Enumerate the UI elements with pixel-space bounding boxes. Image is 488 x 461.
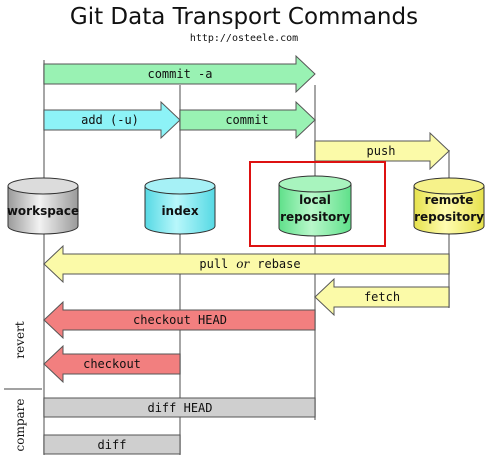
remote-repository-label-line1: remote — [425, 193, 474, 207]
local-repository-highlight — [249, 161, 386, 247]
commit-arrow — [179, 100, 316, 140]
checkout-head-arrow — [43, 300, 316, 340]
rebase-label: rebase — [257, 257, 300, 271]
push-label: push — [367, 144, 396, 158]
remote-repository-store: remote repository — [413, 177, 485, 235]
workspace-label: workspace — [7, 204, 79, 218]
local-repository-store: local repository — [278, 175, 352, 237]
commit-a-label: commit -a — [147, 67, 212, 81]
add-label: add (-u) — [81, 113, 139, 127]
pull-rebase-label: pull or rebase — [199, 255, 300, 272]
workspace-store: workspace — [7, 177, 79, 235]
diff-bar — [43, 434, 181, 455]
index-label: index — [161, 204, 198, 218]
checkout-label: checkout — [83, 357, 141, 371]
diagram-title: Git Data Transport Commands — [69, 4, 419, 30]
add-arrow — [43, 100, 181, 140]
diff-head-bar — [43, 397, 316, 418]
commit-a-arrow — [43, 54, 316, 94]
diff-head-label: diff HEAD — [147, 401, 212, 415]
compare-group-label: compare — [13, 399, 27, 452]
checkout-arrow — [43, 344, 181, 384]
local-repository-label-line1: local — [299, 193, 331, 207]
fetch-label: fetch — [364, 290, 400, 304]
commit-label: commit — [225, 113, 268, 127]
remote-repository-label-line2: repository — [414, 210, 484, 224]
or-label: or — [236, 257, 250, 271]
fetch-arrow — [314, 277, 450, 317]
diff-label: diff — [98, 438, 127, 452]
local-repository-label-line2: repository — [280, 210, 350, 224]
checkout-head-label: checkout HEAD — [133, 313, 227, 327]
pull-label: pull — [199, 257, 228, 271]
index-store: index — [144, 177, 216, 235]
diagram-subtitle: http://osteele.com — [189, 33, 299, 44]
revert-group-label: revert — [13, 321, 27, 358]
pull-rebase-arrow — [43, 244, 450, 284]
